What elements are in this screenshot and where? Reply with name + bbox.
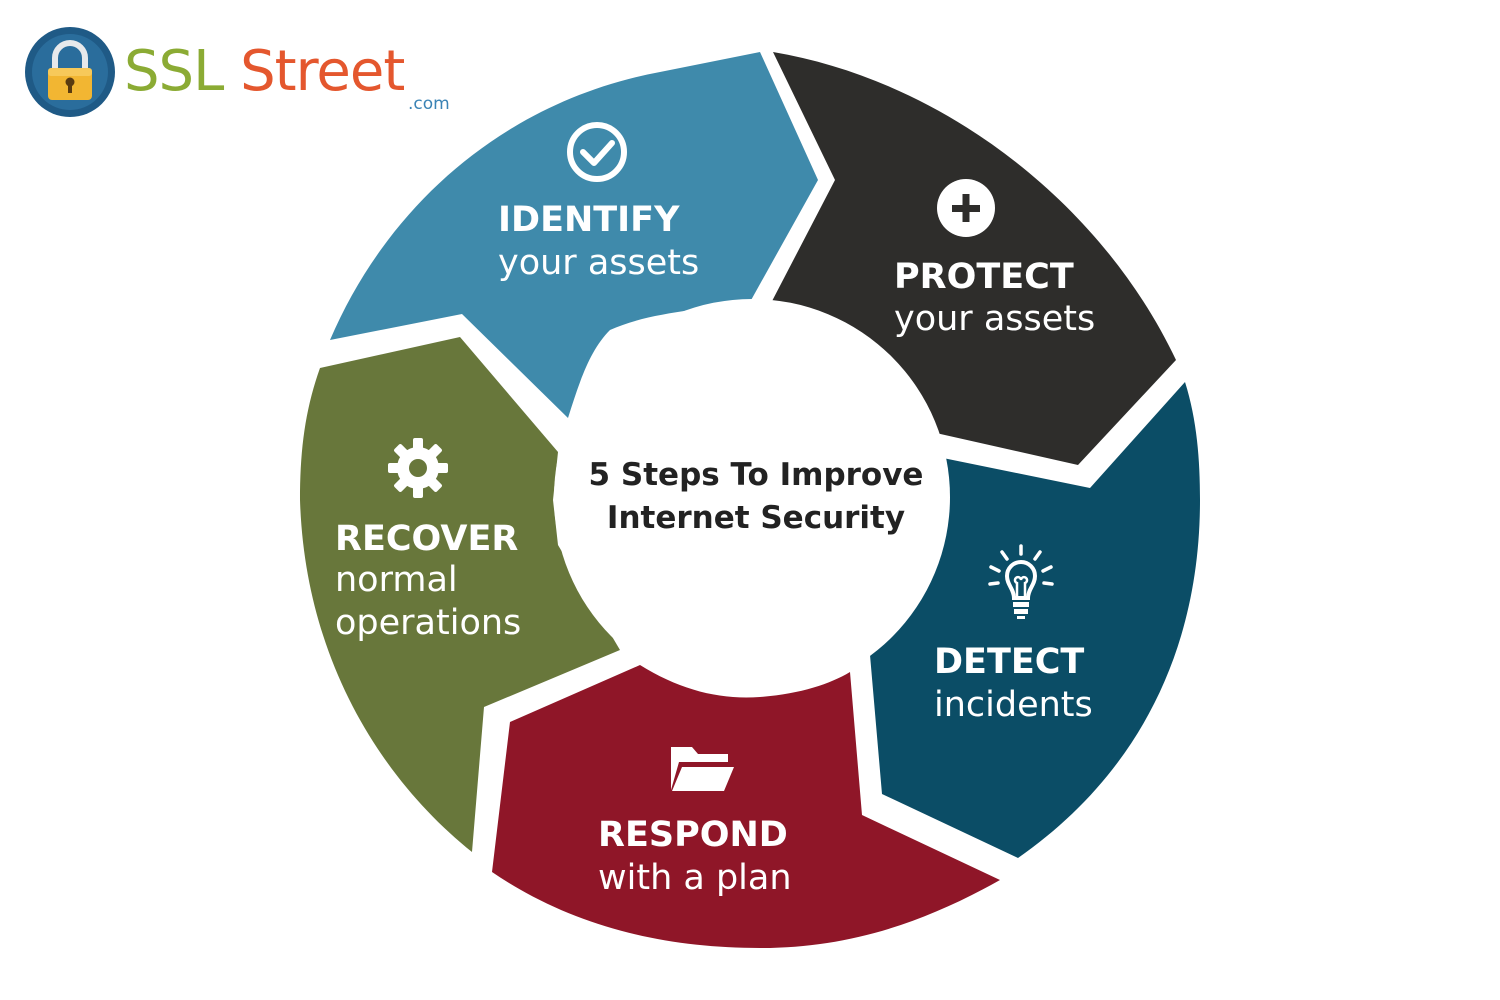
center-title-line2: Internet Security: [607, 500, 905, 536]
logo-text-street: Street: [240, 39, 405, 104]
lightbulb-icon: [988, 544, 1054, 619]
step-recover-subtitle-line1: normal: [335, 560, 458, 600]
center-title-line1: 5 Steps To Improve: [589, 457, 924, 493]
step-identify-title: IDENTIFY: [498, 200, 680, 240]
step-recover-subtitle-line2: operations: [335, 603, 521, 643]
center-circle: [554, 299, 950, 695]
step-protect-title: PROTECT: [894, 257, 1074, 297]
step-respond-subtitle: with a plan: [598, 858, 792, 898]
step-recover-title: RECOVER: [335, 519, 518, 559]
folder-icon: [671, 747, 734, 791]
step-respond[interactable]: RESPOND with a plan: [492, 665, 1000, 948]
step-respond-segment: [492, 665, 1000, 948]
step-respond-title: RESPOND: [598, 815, 788, 855]
logo-domain-suffix: .com: [408, 94, 450, 114]
ssl-street-logo[interactable]: SSL Street .com: [22, 26, 462, 122]
step-identify-segment: [330, 52, 818, 418]
step-protect-subtitle: your assets: [894, 299, 1095, 339]
step-recover-segment: [300, 337, 620, 852]
step-detect-subtitle: incidents: [934, 685, 1093, 725]
step-identify-subtitle: your assets: [498, 243, 699, 283]
gear-icon: [388, 438, 448, 498]
logo-wordmark: SSL Street: [124, 39, 405, 104]
step-detect-title: DETECT: [934, 642, 1084, 682]
logo-text-ssl: SSL: [124, 39, 224, 104]
plus-circle-icon: [937, 179, 995, 237]
step-protect-segment: [770, 52, 1176, 465]
check-circle-icon: [567, 122, 627, 182]
step-protect[interactable]: PROTECT your assets: [770, 52, 1176, 465]
step-detect-segment: [870, 382, 1200, 858]
step-recover[interactable]: RECOVER normal operations: [300, 337, 620, 852]
padlock-icon: [25, 27, 115, 117]
step-detect[interactable]: DETECT incidents: [870, 382, 1200, 858]
step-identify[interactable]: IDENTIFY your assets: [330, 52, 818, 418]
